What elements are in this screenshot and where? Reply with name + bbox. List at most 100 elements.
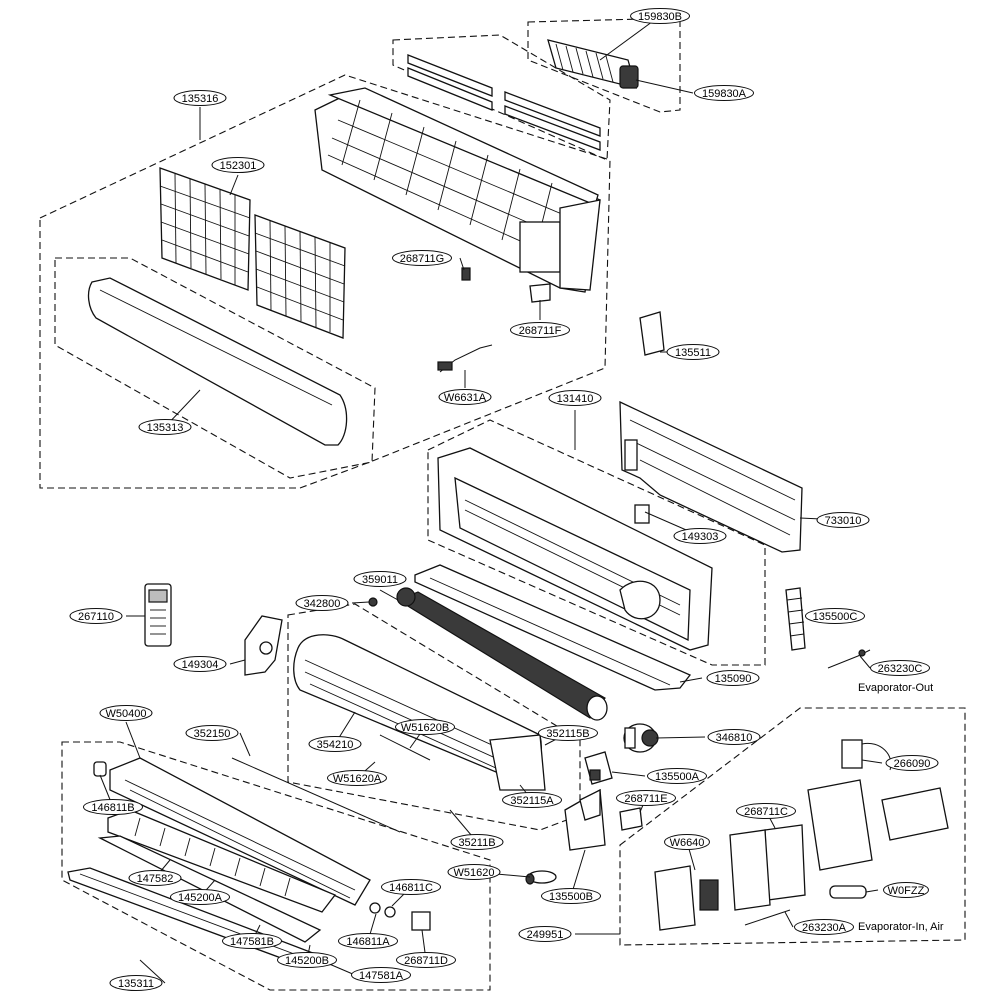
callout-oval [173, 90, 227, 106]
callout-147582: 147582 [128, 870, 182, 886]
callout-oval [353, 571, 407, 587]
callout-text: 135500C [813, 611, 858, 623]
drain-pan-assembly-part [93, 757, 371, 906]
filter-strips-part [407, 54, 601, 151]
callout-w51620: W51620 [447, 864, 501, 880]
callout-w51620a: W51620A [327, 770, 387, 786]
callout-oval [185, 725, 239, 741]
callout-text: 146811A [346, 936, 390, 948]
callout-text: 145200B [285, 955, 329, 967]
motor-mount-b-part [564, 788, 606, 851]
callout-oval [630, 8, 690, 24]
group-outline-evaporator [287, 603, 581, 831]
callout-35211b: 35211B [450, 834, 504, 850]
callout-oval [395, 719, 455, 735]
callout-oval [805, 608, 865, 624]
callout-oval [211, 157, 265, 173]
callout-263230c: 263230C [870, 660, 930, 676]
callout-oval [707, 729, 761, 745]
callout-text: 131410 [557, 393, 594, 405]
callout-text: 146811C [389, 882, 433, 894]
callout-oval [510, 322, 570, 338]
callout-text: 263230A [802, 922, 847, 934]
callout-text: W51620A [333, 773, 382, 785]
callout-text: 249951 [527, 929, 564, 941]
callout-text: 352115B [546, 728, 589, 740]
callout-oval [327, 770, 387, 786]
callout-text: 135500A [655, 771, 700, 783]
callout-text: 263230C [878, 663, 923, 675]
callout-149303: 149303 [673, 528, 727, 544]
callout-oval [295, 595, 349, 611]
callout-359011: 359011 [353, 571, 407, 587]
callout-oval [109, 975, 163, 991]
callout-text: 152301 [220, 160, 257, 172]
callout-oval [381, 879, 441, 895]
callout-146811a: 146811A [338, 933, 398, 949]
control-box-parts [654, 739, 949, 931]
drain-tray-part [414, 564, 692, 691]
callout-oval [502, 792, 562, 808]
callout-oval [736, 803, 796, 819]
callout-135500b: 135500B [541, 888, 601, 904]
callout-135311: 135311 [109, 975, 163, 991]
callout-267110: 267110 [69, 608, 123, 624]
thermistor-out-part [827, 649, 871, 669]
step-motor-parts [369, 902, 396, 918]
callout-w0fzz: W0FZZ [883, 882, 929, 898]
callout-145200b: 145200B [277, 952, 337, 968]
callout-text: 268711D [404, 955, 448, 967]
callout-oval [706, 670, 760, 686]
callout-text: W50400 [106, 708, 147, 720]
callout-146811b: 146811B [83, 799, 143, 815]
side-bracket-part [785, 587, 806, 651]
callout-text: W6640 [670, 837, 705, 849]
air-filter-left-part [159, 167, 251, 291]
callout-268711f: 268711F [510, 322, 570, 338]
callout-135316: 135316 [173, 90, 227, 106]
callout-733010: 733010 [816, 512, 870, 528]
callout-w50400: W50400 [99, 705, 153, 721]
callout-146811c: 146811C [381, 879, 441, 895]
callout-text: 135311 [118, 978, 154, 990]
rear-mounting-plate-part [619, 400, 803, 553]
callout-oval [138, 419, 192, 435]
callout-text: 159830A [702, 88, 747, 100]
callout-text: 135316 [182, 93, 219, 105]
evaporator-part [293, 634, 546, 791]
callout-oval [351, 967, 411, 983]
callout-oval [870, 660, 930, 676]
callout-oval [647, 768, 707, 784]
callout-oval [173, 656, 227, 672]
callout-oval [308, 736, 362, 752]
callout-346810: 346810 [707, 729, 761, 745]
callout-352115a: 352115A [502, 792, 562, 808]
callout-135313: 135313 [138, 419, 192, 435]
callout-268711c: 268711C [736, 803, 796, 819]
group-outline-drain-assembly [61, 741, 491, 991]
callout-342800: 342800 [295, 595, 349, 611]
callout-text: 267110 [78, 611, 114, 623]
callout-oval [616, 790, 676, 806]
callout-oval [128, 870, 182, 886]
callout-268711d: 268711D [396, 952, 456, 968]
callout-text: 149303 [682, 531, 719, 543]
callout-text: 147581A [359, 970, 404, 982]
callout-145200a: 145200A [170, 889, 230, 905]
callout-oval [338, 933, 398, 949]
chassis-part [437, 447, 713, 651]
small-clip-parts [437, 267, 665, 373]
callout-text: 268711F [519, 325, 562, 337]
callout-oval [69, 608, 123, 624]
callout-352150: 352150 [185, 725, 239, 741]
callout-oval [673, 528, 727, 544]
callout-159830a: 159830A [694, 85, 754, 101]
callout-149304: 149304 [173, 656, 227, 672]
pcb-small-d-part [411, 911, 431, 931]
callout-text: 149304 [182, 659, 219, 671]
group-outline-chassis [427, 419, 766, 666]
callout-oval [794, 919, 854, 935]
callout-oval [664, 834, 710, 850]
callout-text: 342800 [304, 598, 341, 610]
remote-control-part [144, 583, 172, 647]
